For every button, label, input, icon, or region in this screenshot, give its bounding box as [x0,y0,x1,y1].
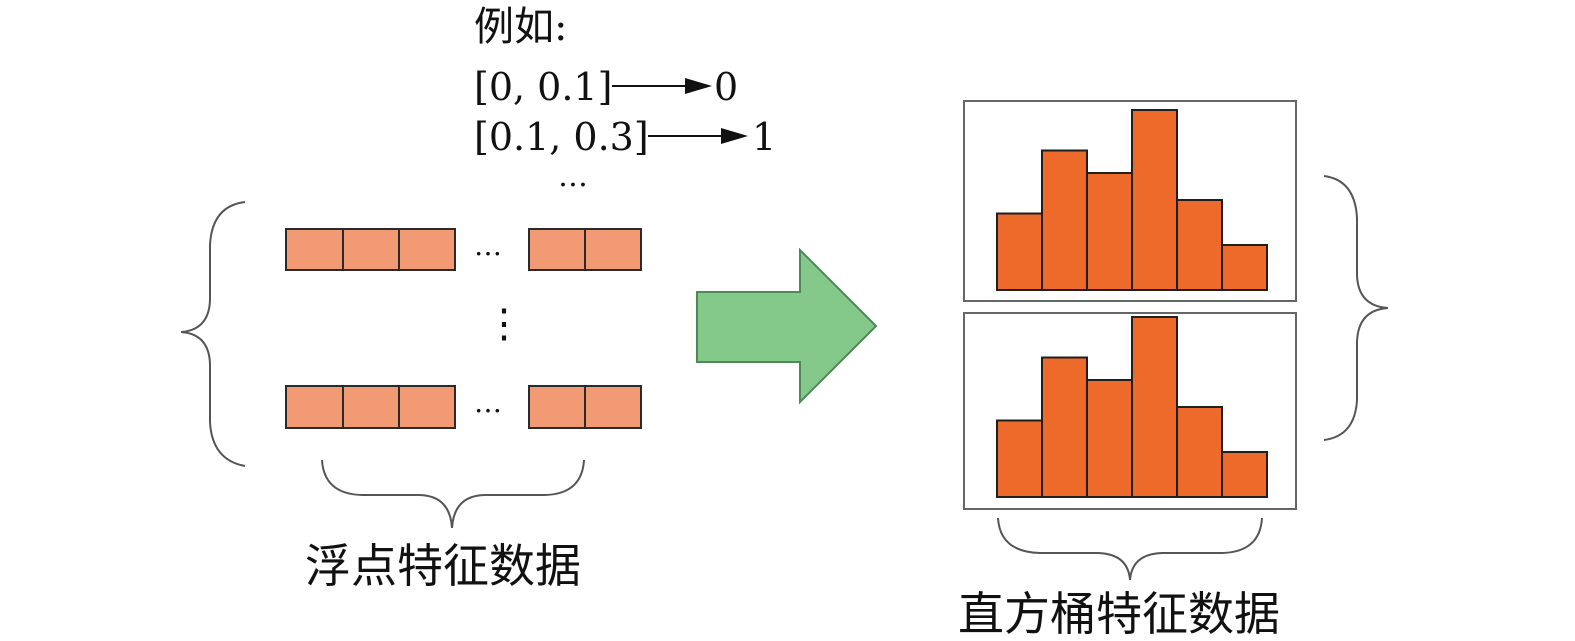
bucket-feature-group: 直方桶特征数据 [958,100,1389,641]
example-mapping: 例如: [0, 0.1] 0 [0.1, 0.3] 1 … [474,4,776,194]
example-bucket-1: 0 [714,65,738,109]
histogram-bar [1221,451,1268,498]
bucket-feature-label: 直方桶特征数据 [958,587,1280,641]
example-heading: 例如: [474,4,567,50]
histogram-bar [1131,316,1178,498]
float-cell [528,385,586,429]
row-ellipsis: … [474,386,502,419]
float-cell [584,228,642,271]
example-range-1: [0, 0.1] [474,65,612,109]
histogram-bar [1176,199,1223,291]
example-bucket-2: 1 [752,115,776,159]
float-cell [285,385,344,429]
mapping-arrowhead-1 [685,78,712,94]
histogram-bar [1176,406,1223,498]
histogram-bar [1086,379,1133,498]
float-cell [528,228,586,271]
float-feature-label: 浮点特征数据 [305,539,581,593]
float-cell [398,228,456,271]
histogram-bar [1221,244,1268,291]
mapping-arrowhead-2 [721,128,748,144]
histogram-bar [1041,356,1088,498]
float-row-2: … [285,385,642,429]
histogram-bar [1131,109,1178,291]
row-ellipsis: … [474,229,502,262]
column-ellipsis: ⋮ [484,301,524,347]
float-cell [285,228,344,271]
histogram-2 [996,316,1268,498]
histogram-bar [1086,172,1133,291]
float-cell [398,385,456,429]
histogram-bar [996,212,1043,291]
histogram-bar [996,419,1043,498]
bucket-bottom-brace [997,517,1263,581]
histogram-1 [996,109,1268,291]
float-cell [584,385,642,429]
histogram-bar [1041,149,1088,291]
bucket-outer-brace [1323,175,1389,441]
float-outer-brace [180,201,246,467]
example-range-2: [0.1, 0.3] [474,115,649,159]
float-feature-group: … ⋮ … 浮点特征数据 [180,201,642,593]
float-cell [342,228,400,271]
example-more-ellipsis: … [558,159,588,194]
float-bottom-brace [321,459,585,529]
float-cell [342,385,400,429]
transform-arrow-icon [696,247,878,405]
float-row-1: … [285,228,642,271]
